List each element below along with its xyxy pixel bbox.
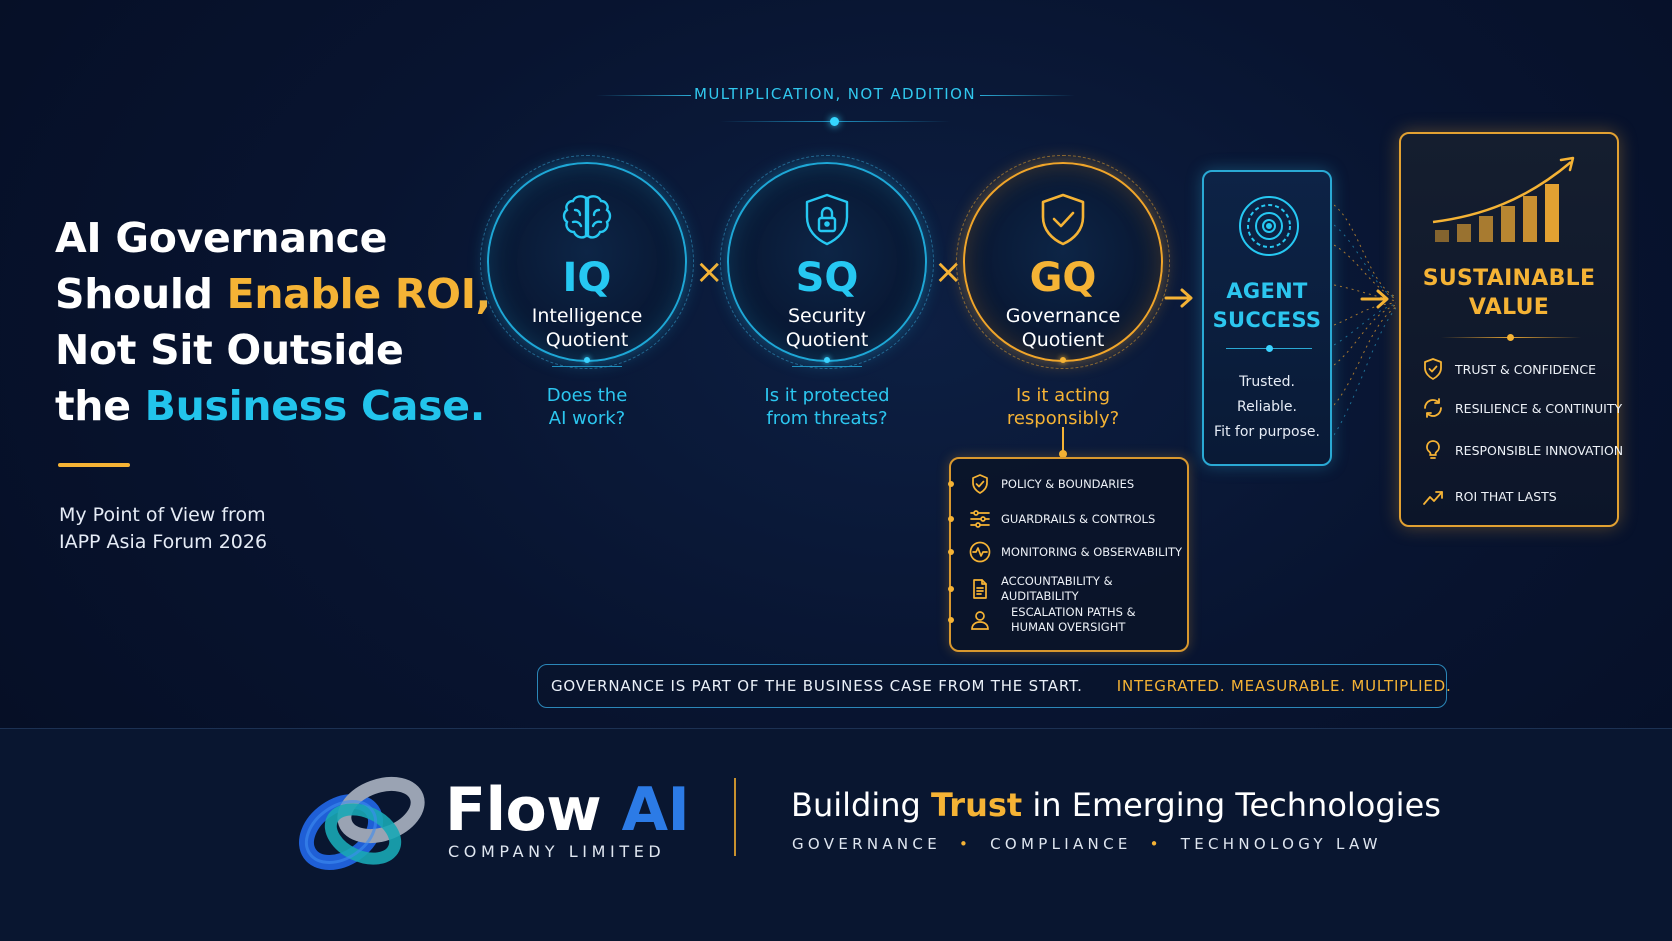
top-label-line-right [980, 95, 1075, 96]
headline-line-2: Should Enable ROI, [55, 270, 491, 318]
top-label-dot [830, 117, 839, 126]
governance-item-dot [948, 549, 954, 555]
lightbulb-icon [1426, 440, 1440, 459]
multiply-operator-1: × [695, 252, 724, 292]
iq-circle: IQ Intelligence Quotient [480, 155, 694, 369]
iq-tick [584, 357, 590, 363]
governance-item-dot [948, 617, 954, 623]
trend-up-icon [1423, 491, 1443, 505]
sq-abbr: SQ [795, 255, 859, 301]
headline-line-3: Not Sit Outside [55, 326, 404, 374]
tagline: Building Trust in Emerging Technologies [791, 786, 1441, 824]
business-case-banner: GOVERNANCE IS PART OF THE BUSINESS CASE … [537, 664, 1451, 708]
shield-check-icon [1424, 358, 1442, 380]
governance-item-policy: POLICY & BOUNDARIES [948, 473, 1189, 495]
governance-item-monitoring: MONITORING & OBSERVABILITY [948, 541, 1189, 563]
footer [0, 729, 1672, 941]
agent-success-card: AGENT SUCCESS Trusted. Reliable. Fit for… [1202, 170, 1332, 466]
sq-question: Is it protected from threats? [764, 385, 890, 429]
refresh-icon [1424, 398, 1442, 418]
brand-subtitle: COMPANY LIMITED [448, 842, 666, 861]
brain-icon [562, 195, 612, 239]
flow-ai-logo-icon [298, 776, 425, 870]
iq-name: Intelligence Quotient [531, 305, 643, 351]
value-item-trust: TRUST & CONFIDENCE [1421, 354, 1616, 384]
document-icon [973, 579, 987, 599]
agent-success-divider-dot [1266, 345, 1273, 352]
governance-connector [1062, 427, 1064, 457]
gq-question: Is it acting responsibly? [1006, 385, 1120, 429]
gq-tick [1060, 357, 1066, 363]
footer-vertical-divider [734, 778, 736, 856]
governance-item-dot [948, 586, 954, 592]
headline-line-4: the Business Case. [55, 382, 485, 430]
governance-connector-dot [1059, 450, 1067, 458]
top-label: MULTIPLICATION, NOT ADDITION [620, 84, 1050, 103]
shield-check-icon [1041, 193, 1085, 246]
banner-right-text: INTEGRATED. MEASURABLE. MULTIPLIED. [1116, 677, 1452, 695]
governance-components-box: POLICY & BOUNDARIES GUARDRAILS & CONTROL… [948, 457, 1189, 652]
separator-dot: • [1149, 835, 1163, 853]
headline-line-1: AI Governance [55, 214, 388, 262]
arrow-right-icon [1360, 289, 1389, 309]
pulse-icon [969, 541, 991, 563]
headline: AI Governance Should Enable ROI, Not Sit… [55, 210, 491, 434]
separator-dot: • [958, 835, 973, 853]
sliders-icon [970, 510, 990, 528]
footer-divider [0, 728, 1672, 729]
practice-areas: GOVERNANCE•COMPLIANCE•TECHNOLOGY LAW [792, 835, 1382, 853]
iq-abbr: IQ [562, 255, 612, 301]
target-icon [1239, 196, 1299, 256]
iq-question-line [552, 366, 622, 367]
governance-item-escalation: ESCALATION PATHS &HUMAN OVERSIGHT [948, 605, 1189, 635]
agent-success-lines: Trusted. Reliable. Fit for purpose. [1214, 374, 1320, 440]
headline-highlight-business-case: Business Case. [144, 382, 486, 430]
governance-item-dot [948, 516, 954, 522]
governance-item-dot [948, 481, 954, 487]
shield-check-icon [972, 474, 988, 494]
gq-circle: GQ Governance Quotient [956, 155, 1170, 369]
headline-divider [58, 463, 130, 467]
top-label-text: MULTIPLICATION, NOT ADDITION [694, 85, 976, 103]
sustainable-value-divider-dot [1507, 334, 1514, 341]
sustainable-value-title: SUSTAINABLE VALUE [1422, 266, 1596, 320]
sq-question-line [792, 366, 862, 367]
point-of-view: My Point of View from IAPP Asia Forum 20… [59, 504, 268, 553]
person-icon [971, 611, 989, 630]
gq-name: Governance Quotient [1005, 305, 1121, 351]
value-item-resilience: RESILIENCE & CONTINUITY [1421, 393, 1622, 423]
sq-name: Security Quotient [785, 305, 869, 351]
shield-lock-icon [805, 193, 849, 246]
value-item-roi: ROI THAT LASTS [1421, 481, 1616, 511]
brand-name: Flow AI [445, 775, 690, 845]
top-label-line-left [596, 95, 691, 96]
flow-particles-graphic [1334, 204, 1396, 436]
banner-left-text: GOVERNANCE IS PART OF THE BUSINESS CASE … [551, 677, 1083, 695]
sq-circle: SQ Security Quotient [720, 155, 934, 369]
sustainable-value-card: SUSTAINABLE VALUE TRUST & CONFIDENCE RES… [1399, 132, 1623, 527]
arrow-right-icon [1164, 288, 1193, 308]
headline-highlight-roi: Enable ROI, [226, 270, 492, 318]
iq-question: Does the AI work? [546, 385, 628, 429]
growth-chart-icon [1432, 156, 1575, 242]
governance-item-accountability: ACCOUNTABILITY & AUDITABILITY [948, 574, 1189, 604]
gq-abbr: GQ [1029, 255, 1097, 301]
value-item-innovation: RESPONSIBLE INNOVATION [1421, 435, 1623, 465]
agent-success-title: AGENT SUCCESS [1212, 279, 1322, 332]
sq-tick [824, 357, 830, 363]
governance-item-guardrails: GUARDRAILS & CONTROLS [948, 508, 1189, 530]
